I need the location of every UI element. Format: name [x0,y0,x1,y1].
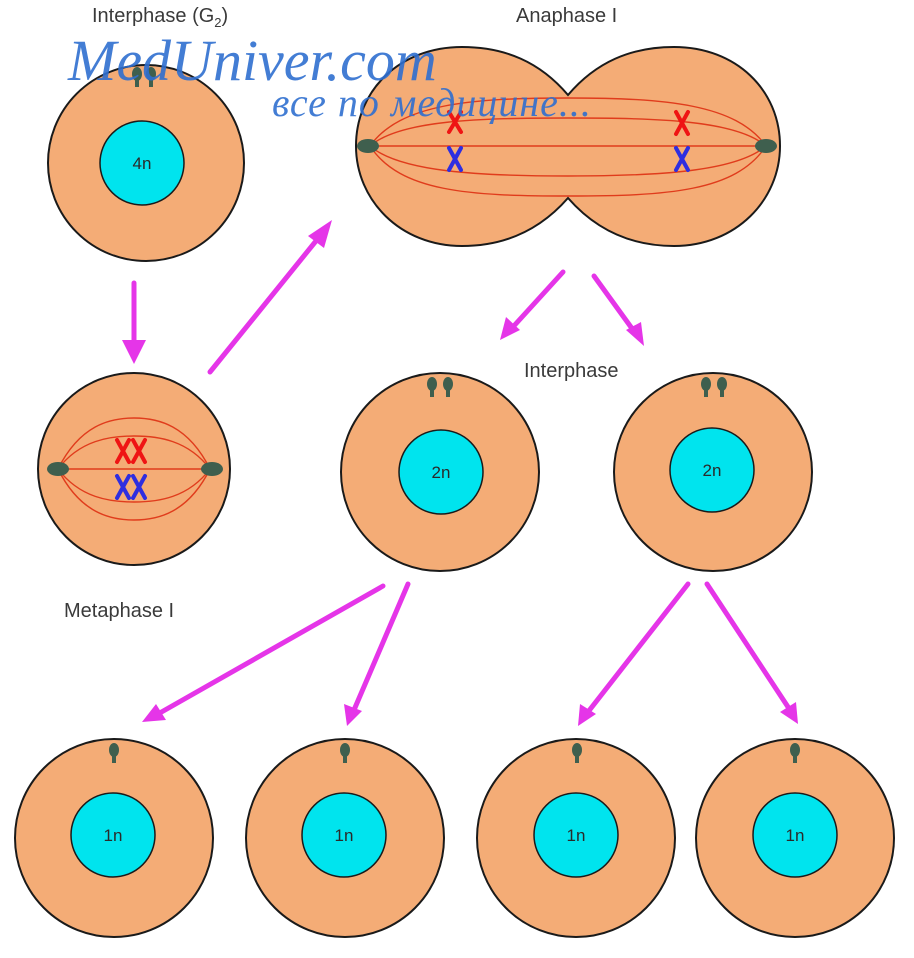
cell-anaphase-i [354,45,782,248]
arrow-anaphase-to-interphase-right [591,273,644,346]
arrow-right-to-1n-fourth [704,581,798,724]
label-interphase: Interphase [524,360,619,382]
centriole [340,743,350,757]
nucleus-label-4n: 4n [133,154,152,173]
centrioles [47,462,223,476]
nucleus-label-1n: 1n [104,826,123,845]
arrow-right-to-1n-third [578,581,691,726]
label-metaphase-i: Metaphase I [64,600,174,622]
cell-1n-first: 1n [14,738,214,938]
arrow-g2-to-metaphase [122,280,146,364]
nucleus-2n-left [398,429,484,515]
cell-1n-second: 1n [245,738,445,938]
cell-interphase-g2: 4n [47,64,245,262]
chromosomes-blue [115,474,147,500]
spindle-fibers [369,97,767,197]
nucleus-label-2n-left: 2n [432,463,451,482]
nucleus-label-2n-right: 2n [703,461,722,480]
arrow-anaphase-to-interphase-left [500,269,566,340]
cell-interphase-left: 2n [340,372,540,572]
nucleus-label-1n: 1n [335,826,354,845]
cell-1n-fourth: 1n [695,738,895,938]
centrioles [427,377,453,397]
cell-interphase-right: 2n [613,372,813,572]
nucleus-2n-right [669,427,755,513]
watermark-slogan: все по медицине... [272,80,592,125]
cell-1n-third: 1n [476,738,676,938]
centrioles [701,377,727,397]
centrioles [132,67,156,87]
nucleus-label-1n: 1n [786,826,805,845]
arrow-metaphase-to-anaphase [207,220,332,375]
arrow-left-to-1n-first [142,583,386,722]
label-anaphase-i: Anaphase I [516,5,617,27]
centrioles [357,139,777,153]
nucleus-4n [99,120,185,206]
watermark-site: MedUniver.com [67,28,437,93]
centriole [572,743,582,757]
chromosomes-right [674,110,690,172]
spindle-fibers [57,417,211,521]
centriole [790,743,800,757]
cell-metaphase-i [37,372,231,566]
label-interphase-g2: Interphase (G2) [92,5,228,30]
centriole [109,743,119,757]
nucleus-label-1n: 1n [567,826,586,845]
chromosomes-left [447,110,463,172]
chromosomes-red [115,438,147,464]
arrow-left-to-1n-second [344,581,411,726]
arrows [122,220,798,726]
